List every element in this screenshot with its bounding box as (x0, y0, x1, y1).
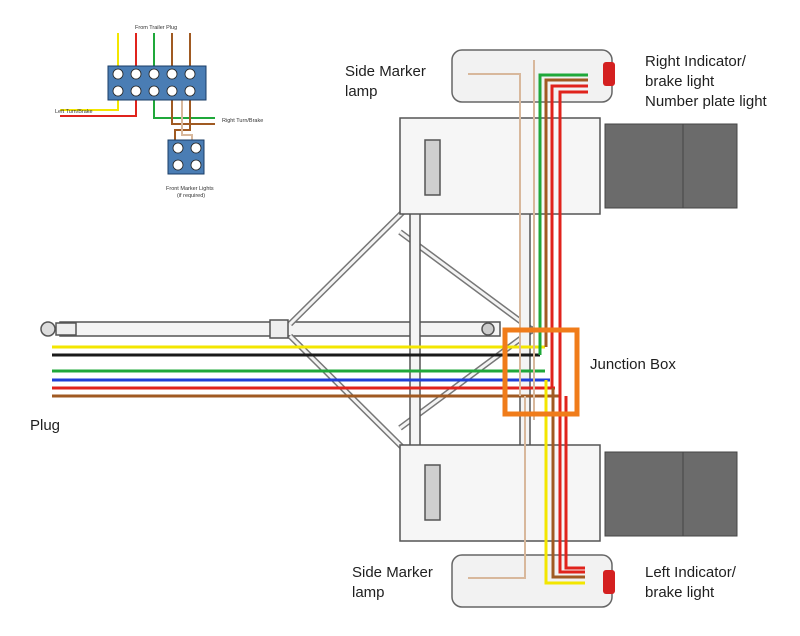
label-right-indicator: Right Indicator/ brake light Number plat… (645, 53, 768, 110)
label-side-marker-bottom: Side Marker lamp (352, 564, 433, 601)
rear-lamp-bottom (603, 570, 615, 594)
svg-text:Right Indicator/: Right Indicator/ (645, 53, 747, 70)
inset-from-trailer-plug: From Trailer Plug (135, 25, 177, 31)
label-left-indicator: Left Indicator/ brake light (645, 564, 737, 601)
inset-right-turn-brake: Right Turn/Brake (222, 118, 263, 124)
label-junction-box: Junction Box (590, 356, 676, 373)
label-side-marker-top: Side Marker lamp (345, 63, 426, 100)
svg-text:Number plate light: Number plate light (645, 93, 768, 110)
svg-text:Side Marker: Side Marker (345, 63, 426, 80)
lamp-housing-bottom (451, 554, 615, 608)
rear-lamp-top (603, 62, 615, 86)
svg-text:Left Indicator/: Left Indicator/ (645, 564, 737, 581)
inset-terminal-diagram: From Trailer Plug Left Turn/B (55, 25, 263, 199)
label-plug: Plug (30, 417, 60, 434)
inset-if-required: (if required) (177, 193, 205, 199)
tyre-top (604, 123, 738, 209)
inset-front-marker-lights: Front Marker Lights (166, 186, 214, 192)
svg-text:lamp: lamp (352, 584, 385, 601)
svg-text:brake light: brake light (645, 73, 715, 90)
svg-text:Side Marker: Side Marker (352, 564, 433, 581)
tyre-bottom (604, 451, 738, 537)
wiring-harness (52, 60, 588, 585)
junction-box (502, 327, 580, 417)
inset-left-turn-brake: Left Turn/Brake (55, 109, 93, 115)
svg-text:lamp: lamp (345, 83, 378, 100)
lamp-housing-top (451, 49, 615, 103)
svg-text:brake light: brake light (645, 584, 715, 601)
coupling (40, 321, 56, 337)
